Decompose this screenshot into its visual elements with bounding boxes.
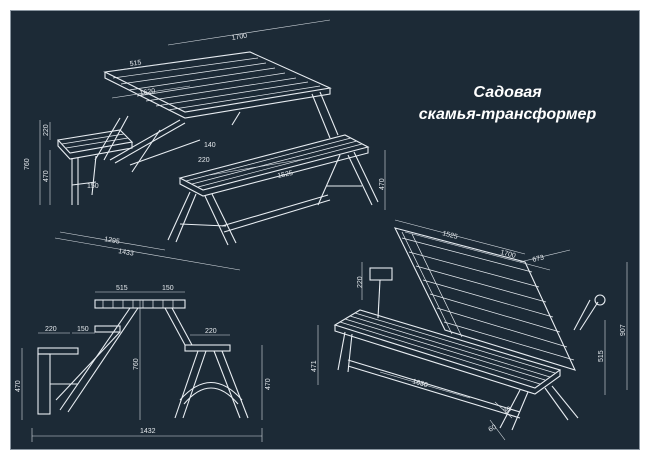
dim-label: 1630 <box>411 378 428 389</box>
dim-label: 1525 <box>277 170 294 180</box>
dim-label: 140 <box>204 142 216 149</box>
title-line-1: Садовая <box>473 84 542 101</box>
dim-label: 760 <box>133 358 140 370</box>
drawing-title: Садовая скамья-трансформер <box>395 82 620 126</box>
dim-label: 1295 <box>104 236 121 246</box>
dim-label: 471 <box>311 360 318 372</box>
dim-label: 220 <box>43 124 50 136</box>
dim-label: 515 <box>116 285 128 292</box>
dim-label: 60 <box>488 424 498 434</box>
table-mode-view <box>39 19 386 271</box>
dim-label: 150 <box>162 285 174 292</box>
dim-label: 220 <box>357 276 364 288</box>
dim-label: 220 <box>205 328 217 335</box>
dim-label: 150 <box>87 183 99 190</box>
bench-mode-view <box>317 219 628 441</box>
dim-label: 1700 <box>499 249 516 260</box>
dim-label: 1700 <box>231 33 248 42</box>
dim-label: 470 <box>379 178 386 190</box>
dim-label: 1432 <box>140 428 156 435</box>
dim-label: 470 <box>265 378 272 390</box>
dim-label: 220 <box>45 326 57 333</box>
dim-label: 673 <box>532 254 545 264</box>
title-line-2: скамья-трансформер <box>418 106 597 123</box>
dim-label: 470 <box>43 170 50 182</box>
dim-label: 150 <box>77 326 89 333</box>
dim-label: 515 <box>598 350 605 362</box>
side-view <box>21 291 263 442</box>
dim-label: 760 <box>24 158 31 170</box>
dim-label: 515 <box>129 59 142 68</box>
dim-label: 1433 <box>118 248 135 258</box>
dim-label: 220 <box>198 157 210 164</box>
dim-label: 470 <box>15 380 22 392</box>
dim-label: 907 <box>620 324 627 336</box>
dim-label: 1525 <box>441 230 458 241</box>
dim-label: 1620 <box>139 88 156 97</box>
dim-label: 30 <box>503 406 513 416</box>
